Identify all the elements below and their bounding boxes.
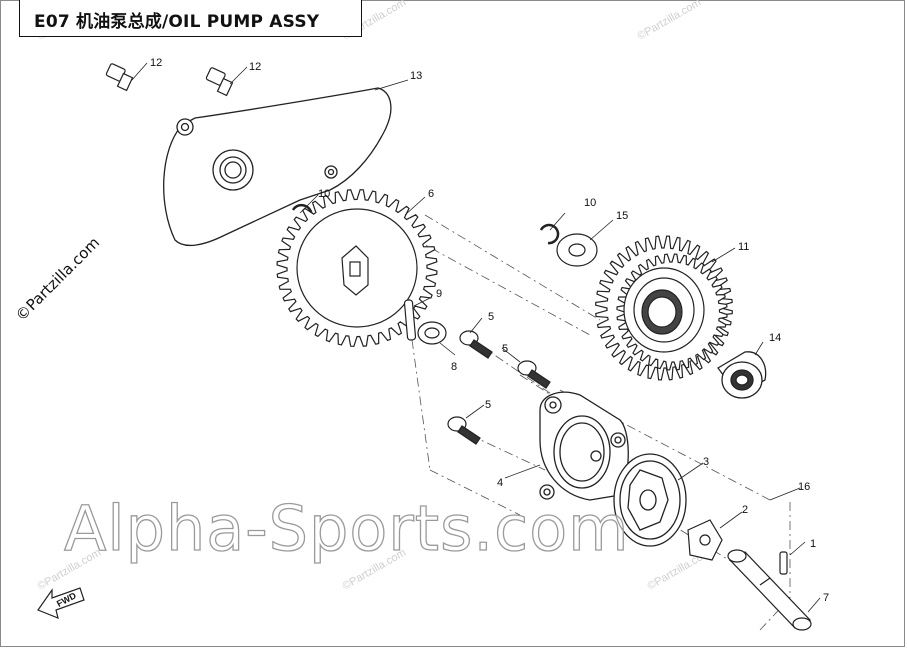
drive-gear-11 bbox=[595, 235, 733, 381]
callout-3: 3 bbox=[703, 456, 709, 468]
fwd-arrow-icon bbox=[37, 587, 85, 619]
washer-8 bbox=[417, 321, 447, 345]
callout-14: 14 bbox=[769, 332, 781, 344]
bolt-5 bbox=[459, 330, 493, 359]
bolt-12 bbox=[105, 63, 134, 92]
bolt-5 bbox=[517, 360, 551, 389]
callout-12: 12 bbox=[150, 57, 162, 69]
inner-rotor-2 bbox=[687, 519, 723, 561]
bolt-5 bbox=[447, 416, 481, 445]
callout-4: 4 bbox=[497, 477, 503, 489]
pump-shaft-7 bbox=[727, 549, 812, 631]
callout-16: 16 bbox=[798, 481, 810, 493]
cover-plate-13 bbox=[163, 87, 392, 247]
driven-gear-6 bbox=[276, 189, 438, 347]
callout-1: 1 bbox=[810, 538, 816, 550]
callout-11: 11 bbox=[738, 241, 749, 253]
callout-numbers: 1 2 3 4 5 5 5 6 7 8 9 10 10 11 12 12 13 … bbox=[150, 57, 829, 604]
washer-15 bbox=[556, 233, 598, 267]
bearing-14 bbox=[717, 351, 767, 399]
outer-rotor-3 bbox=[613, 453, 687, 547]
callout-10: 10 bbox=[318, 188, 330, 200]
pin-1 bbox=[779, 551, 788, 575]
callout-7: 7 bbox=[823, 592, 829, 604]
bolt-12 bbox=[205, 67, 234, 97]
callout-10: 10 bbox=[584, 197, 596, 209]
callout-13: 13 bbox=[410, 70, 422, 82]
pin-9 bbox=[403, 299, 417, 341]
circlip-10 bbox=[539, 223, 560, 245]
watermark-small: ©Partzilla.com bbox=[636, 0, 704, 43]
callout-8: 8 bbox=[451, 361, 457, 373]
callout-6: 6 bbox=[428, 188, 434, 200]
callout-5: 5 bbox=[502, 343, 508, 355]
leader-lines bbox=[131, 62, 821, 613]
callout-9: 9 bbox=[436, 288, 442, 300]
pump-body-4 bbox=[539, 391, 629, 501]
page-title: E07 机油泵总成/OIL PUMP ASSY bbox=[34, 12, 320, 32]
title-box: E07 机油泵总成/OIL PUMP ASSY bbox=[19, 0, 362, 37]
alpha-sports-watermark: Alpha-Sports.com bbox=[63, 491, 630, 565]
callout-15: 15 bbox=[616, 210, 628, 222]
callout-12: 12 bbox=[249, 61, 261, 73]
callout-5: 5 bbox=[488, 311, 494, 323]
callout-5: 5 bbox=[485, 399, 491, 411]
callout-2: 2 bbox=[742, 504, 748, 516]
